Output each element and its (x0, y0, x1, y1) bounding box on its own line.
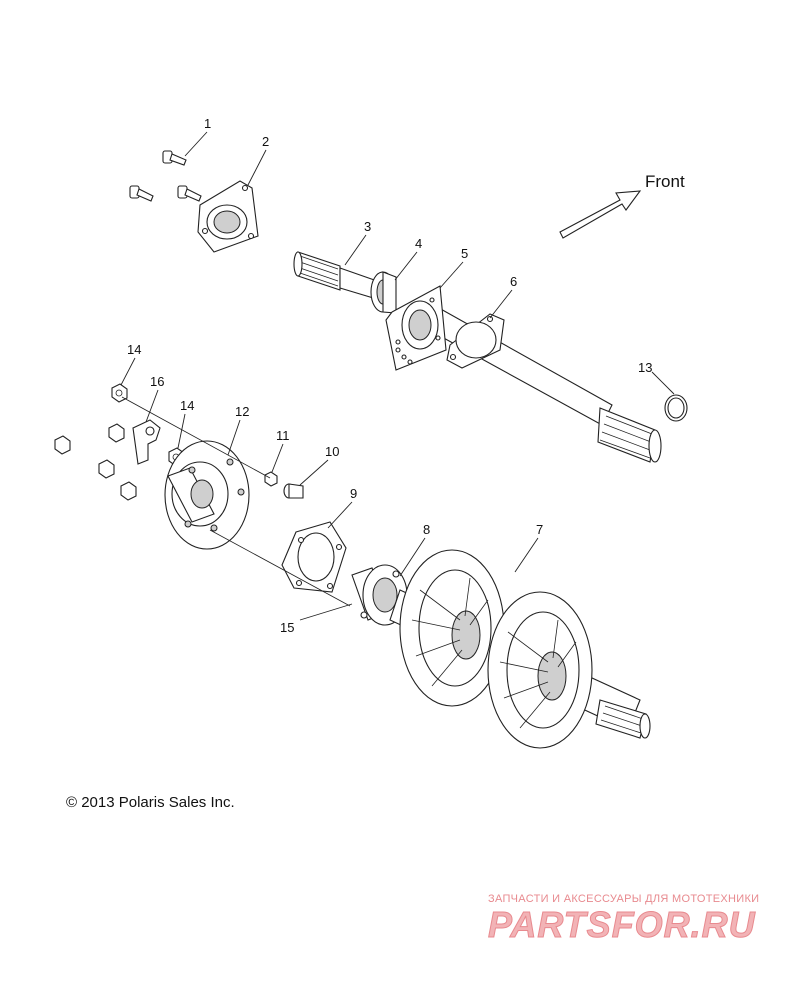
callout-16: 16 (150, 374, 164, 389)
callout-3: 3 (364, 219, 371, 234)
screw-part-1 (129, 150, 202, 202)
washer-part-11 (264, 471, 278, 487)
callout-5: 5 (461, 246, 468, 261)
callout-11: 11 (276, 428, 290, 443)
watermark-logo: PARTSFOR.RU (488, 905, 756, 945)
watermark-logo-text: PARTSFOR.RU (488, 905, 756, 945)
callout-10: 10 (325, 444, 339, 459)
callout-14a: 14 (127, 342, 141, 357)
callout-9: 9 (350, 486, 357, 501)
front-direction-arrow (559, 190, 642, 239)
tab-bracket-part-16 (132, 419, 161, 465)
callout-7: 7 (536, 522, 543, 537)
bearing-housing-part-5 (385, 285, 447, 371)
bearing-flange-part-2 (197, 180, 259, 253)
callout-14b: 14 (180, 398, 194, 413)
nut-set (54, 423, 137, 501)
callout-12: 12 (235, 404, 249, 419)
callout-1: 1 (204, 116, 211, 131)
callout-4: 4 (415, 236, 422, 251)
hub-flange-part-12 (164, 440, 250, 550)
o-ring-part-13 (664, 394, 688, 422)
bolt-part-10 (283, 483, 304, 499)
bearing-part-4 (370, 271, 397, 314)
gasket-part-6 (446, 313, 505, 369)
drive-sprocket-part-7 (389, 549, 651, 749)
gasket-part-9 (281, 521, 347, 593)
callout-15: 15 (280, 620, 294, 635)
front-label: Front (645, 172, 685, 191)
copyright-notice: © 2013 Polaris Sales Inc. (66, 794, 235, 811)
leader-lines (120, 131, 675, 621)
callout-8: 8 (423, 522, 430, 537)
callout-13: 13 (638, 360, 652, 375)
watermark-tagline: ЗАПЧАСТИ И АКСЕССУАРЫ ДЛЯ МОТОТЕХНИКИ (488, 893, 760, 905)
bearing-hub-part-8 (351, 564, 408, 626)
callout-6: 6 (510, 274, 517, 289)
callout-2: 2 (262, 134, 269, 149)
